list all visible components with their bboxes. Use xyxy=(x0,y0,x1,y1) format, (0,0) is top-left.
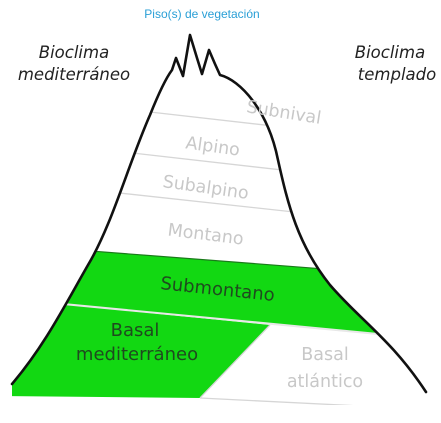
basal-mediterraneo-area xyxy=(12,298,270,398)
divider-basal-split xyxy=(199,324,271,399)
zone-label-alpino: Alpino xyxy=(184,133,241,160)
divider-submontano-basal xyxy=(12,297,426,341)
zone-label-basal-mediterraneo-line2: mediterráneo xyxy=(76,344,198,365)
left-bioclimate-label-line2: mediterráneo xyxy=(18,65,130,84)
left-bioclimate-label-line1: Bioclima xyxy=(39,43,109,62)
zone-label-montano: Montano xyxy=(167,220,245,249)
diagram-title: Piso(s) de vegetación xyxy=(144,7,259,21)
zone-label-basal-atlantico-line1: Basal xyxy=(301,345,348,365)
mountain-outline xyxy=(10,33,428,394)
zone-label-basal-atlantico-line2: atlántico xyxy=(287,372,363,392)
zone-label-basal-mediterraneo-line1: Basal xyxy=(111,320,160,341)
submontano-band xyxy=(12,244,426,340)
right-bioclimate-label-line2: templado xyxy=(358,65,436,84)
right-bioclimate-label-line1: Bioclima xyxy=(355,43,425,62)
mountain-interior xyxy=(12,94,426,405)
divider-base xyxy=(199,397,426,405)
